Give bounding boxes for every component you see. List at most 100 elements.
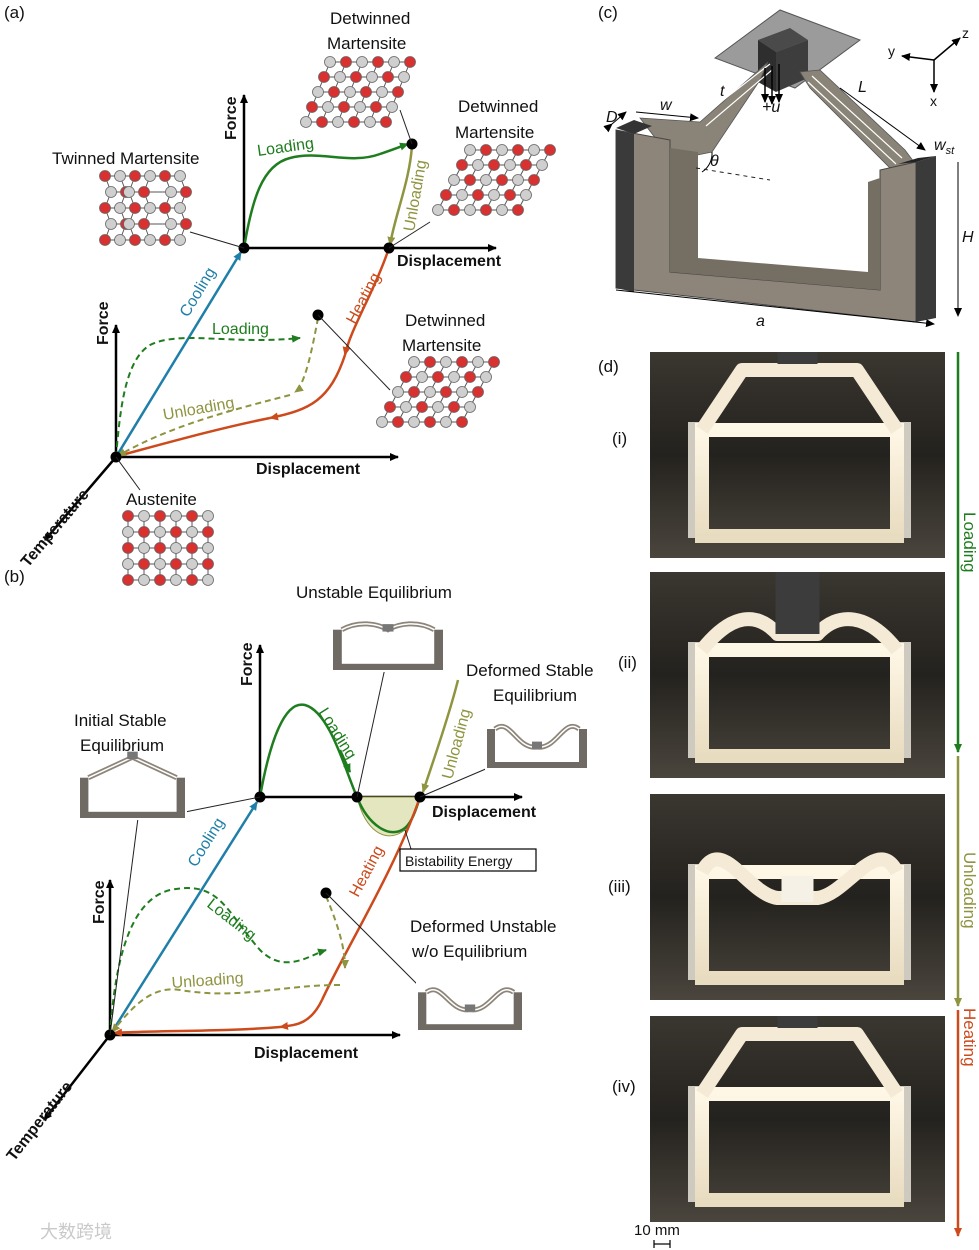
atom-gray <box>170 574 182 586</box>
a-detwinned-2-line2: Martensite <box>455 123 534 142</box>
a-detwinned-3-line2: Martensite <box>402 336 481 355</box>
mini-frame-right-post <box>579 729 587 768</box>
atom-red <box>480 144 492 156</box>
atom-red <box>170 558 182 570</box>
atom-red <box>350 71 362 83</box>
atom-gray <box>122 526 134 538</box>
a-detwinned-2-line1: Detwinned <box>458 97 538 116</box>
d-photo-stack <box>650 352 945 1222</box>
a-displacement-label-bottom: Displacement <box>256 461 361 478</box>
atom-red <box>340 56 352 68</box>
mini-frame-base <box>487 762 587 768</box>
atom-red <box>480 204 492 216</box>
atom-gray <box>408 416 420 428</box>
atom-gray <box>416 371 428 383</box>
a-leader-twinned <box>189 231 245 249</box>
lattice-austenite <box>122 510 214 586</box>
watermark: 大数跨境 <box>40 1222 112 1242</box>
b-heating-curve-mid <box>279 999 324 1030</box>
panel-d: (d) (i) (ii) (iii) (iv) Loading Unloadin… <box>598 352 979 1248</box>
atom-red <box>159 170 171 182</box>
atom-red <box>416 401 428 413</box>
b-deformed-unstable-line1: Deformed Unstable <box>410 917 556 936</box>
atom-gray <box>456 386 468 398</box>
mini-frame-left-post <box>333 629 342 670</box>
atom-gray <box>480 371 492 383</box>
a-unloading-label-top: Unloading <box>401 159 430 233</box>
atom-gray <box>122 558 134 570</box>
b-bistability-label: Bistability Energy <box>405 853 512 869</box>
atom-gray <box>138 542 150 554</box>
atom-red <box>392 416 404 428</box>
atom-gray <box>138 574 150 586</box>
panel-a: (a) Force Force Displacement Displacemen… <box>4 3 556 586</box>
atom-red <box>170 526 182 538</box>
atom-red <box>384 401 396 413</box>
c-wst-label: wst <box>934 137 955 157</box>
atom-red <box>138 186 150 198</box>
atom-gray <box>366 71 378 83</box>
c-theta-arc <box>701 151 713 173</box>
atom-gray <box>520 189 532 201</box>
lattice-detwinned-2 <box>432 144 556 216</box>
atom-red <box>528 174 540 186</box>
atom-gray <box>114 234 126 246</box>
atom-red <box>202 558 214 570</box>
d-unloading-label: Unloading <box>960 852 979 929</box>
b-bistability-box <box>399 848 537 872</box>
c-right-arm-line-2 <box>811 75 903 159</box>
atom-red <box>186 542 198 554</box>
mini-frame-bg <box>485 706 589 770</box>
b-loading-label-top: Loading <box>315 705 360 762</box>
atom-red <box>440 189 452 201</box>
atom-red <box>122 542 134 554</box>
b-leader-initial <box>184 796 261 813</box>
atom-gray <box>448 174 460 186</box>
atom-red <box>180 186 192 198</box>
atom-gray <box>464 204 476 216</box>
a-loading-curve-top <box>242 142 409 249</box>
atom-red <box>400 371 412 383</box>
atom-red <box>456 416 468 428</box>
atom-gray <box>496 144 508 156</box>
atom-gray <box>123 218 135 230</box>
b-leader-deformed-unstable <box>325 892 419 986</box>
a-force-label-bottom: Force <box>95 301 112 345</box>
b-heating-curve-upper <box>320 796 422 1001</box>
atom-red <box>404 56 416 68</box>
a-leader-detwinned-2 <box>388 221 431 249</box>
d-photo-frame-body <box>695 1087 904 1207</box>
atom-gray <box>504 159 516 171</box>
mini-frame-block <box>382 624 394 632</box>
atom-red <box>504 189 516 201</box>
b-unloading-curve-bottom-2 <box>111 984 341 1033</box>
c-right-support-side <box>916 156 936 322</box>
atom-gray <box>432 401 444 413</box>
atom-red <box>448 401 460 413</box>
b-mini-frame-deformed-stable <box>485 706 589 770</box>
b-deformed-stable-line1: Deformed Stable <box>466 661 594 680</box>
atom-red <box>424 416 436 428</box>
atom-red <box>424 356 436 368</box>
atom-red <box>99 170 111 182</box>
atom-red <box>154 510 166 522</box>
atom-gray <box>300 116 312 128</box>
atom-red <box>154 574 166 586</box>
atom-red <box>448 204 460 216</box>
atom-gray <box>448 371 460 383</box>
atom-gray <box>464 401 476 413</box>
atom-gray <box>400 401 412 413</box>
atom-gray <box>144 170 156 182</box>
atom-red <box>306 101 318 113</box>
a-unloading-curve-bottom-1 <box>294 317 319 393</box>
a-detwinned-1-line2: Martensite <box>327 34 406 53</box>
c-a-label: a <box>756 313 765 330</box>
b-displacement-label-bottom: Displacement <box>254 1045 359 1062</box>
atom-red <box>202 526 214 538</box>
atom-gray <box>440 356 452 368</box>
atom-red <box>392 86 404 98</box>
atom-gray <box>344 86 356 98</box>
atom-gray <box>332 116 344 128</box>
atom-gray <box>165 218 177 230</box>
c-axis-y-arrow <box>901 53 935 61</box>
